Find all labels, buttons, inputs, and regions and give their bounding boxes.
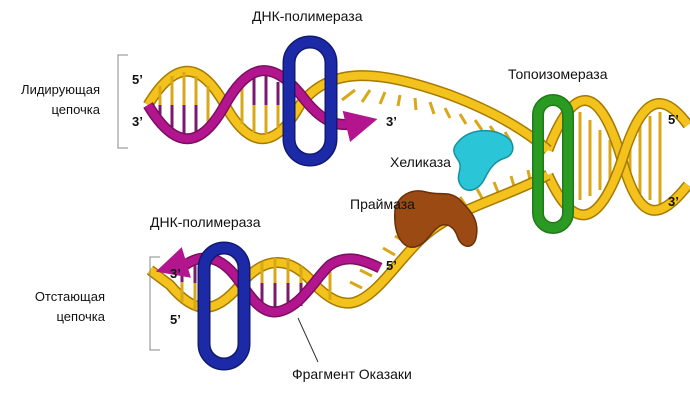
label-lagging-strand: Отстающая цепочка (35, 287, 105, 327)
label-lagging-line2: цепочка (56, 309, 106, 324)
end-right-3: 3’ (668, 194, 679, 209)
label-helicase: Хеликаза (390, 154, 451, 170)
primase-shape (394, 190, 478, 248)
lagging-bracket (149, 256, 160, 351)
label-leading-line2: цепочка (51, 102, 101, 117)
dna-polymerase-bottom-shape (199, 243, 249, 369)
label-topoisomerase: Топоизомераза (508, 66, 608, 82)
label-leading-strand: Лидирующая цепочка (21, 80, 100, 120)
end-lag-new-5: 5’ (386, 258, 397, 273)
helicase-shape (453, 129, 514, 191)
leading-bracket (117, 54, 128, 149)
end-lag-5: 5’ (170, 312, 181, 327)
end-right-5: 5’ (668, 112, 679, 127)
end-lead-3: 3’ (132, 114, 143, 129)
label-leading-line1: Лидирующая (21, 82, 100, 97)
end-lag-3: 3’ (170, 266, 181, 281)
topoisomerase-shape (533, 95, 573, 233)
end-lead-5: 5’ (132, 72, 143, 87)
dna-polymerase-top-shape (284, 37, 336, 165)
label-dna-polymerase-bottom: ДНК-полимераза (150, 214, 261, 230)
end-lead-new-3: 3’ (386, 114, 397, 129)
label-okazaki-fragment: Фрагмент Оказаки (292, 366, 412, 382)
label-lagging-line1: Отстающая (34, 289, 105, 304)
label-primase: Праймаза (350, 196, 415, 212)
label-dna-polymerase-top: ДНК-полимераза (252, 8, 363, 24)
